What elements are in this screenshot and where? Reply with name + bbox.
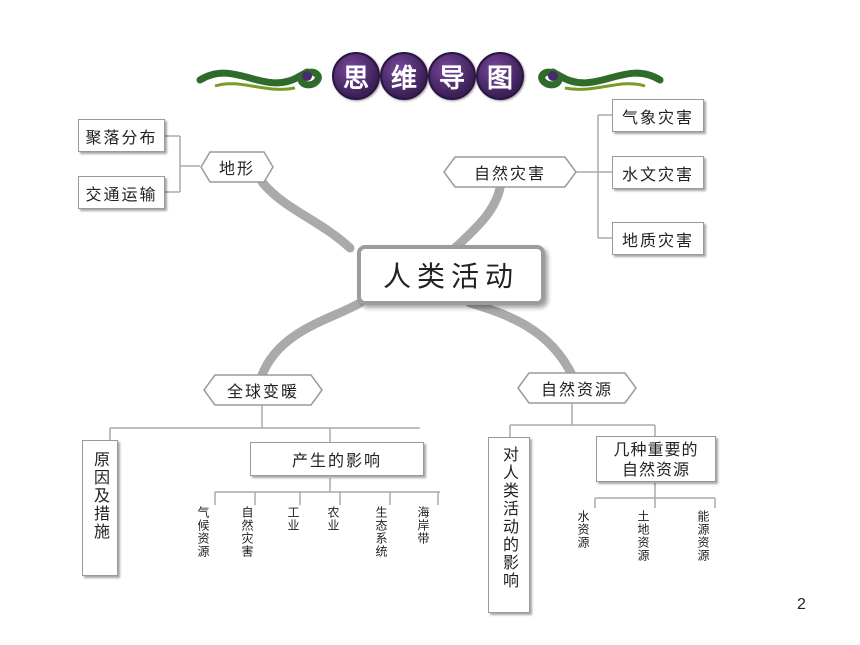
resources-impact: 对人类活动的影响 [488, 437, 530, 613]
banner-char-2: 维 [380, 52, 428, 100]
effect-industry: 工业 [286, 506, 300, 532]
effect-ecosystems: 生态系统 [374, 506, 388, 558]
important-resources-line1: 几种重要的 [613, 440, 699, 459]
resources-node-shape [517, 372, 637, 404]
effect-agriculture: 农业 [326, 506, 340, 532]
resources-label: 自然资源 [540, 380, 613, 399]
title-banner: 思 维 导 图 [195, 48, 665, 104]
terrain-child-settlement: 聚落分布 [78, 119, 165, 152]
effect-natural-disasters: 自然灾害 [240, 506, 254, 558]
resource-land: 土地资源 [636, 510, 650, 562]
resource-water: 水资源 [576, 510, 590, 549]
disasters-node: 自然灾害 [443, 156, 577, 188]
banner-char-4: 图 [476, 52, 524, 100]
warming-label: 全球变暖 [226, 382, 299, 401]
terrain-label: 地形 [218, 159, 255, 178]
resource-energy: 能源资源 [696, 510, 710, 562]
warming-node: 全球变暖 [203, 374, 323, 406]
terrain-child-transport: 交通运输 [78, 176, 165, 209]
warming-node-shape [203, 374, 323, 406]
banner-ornament [196, 68, 664, 91]
important-resources-line2: 自然资源 [621, 460, 690, 479]
resources-node: 自然资源 [517, 372, 637, 404]
warming-causes: 原因及措施 [82, 440, 118, 576]
banner-char-1: 思 [332, 52, 380, 100]
central-node: 人类活动 [357, 245, 545, 305]
warming-effects: 产生的影响 [250, 442, 424, 476]
banner-char-3: 导 [428, 52, 476, 100]
terrain-node-shape [200, 151, 274, 183]
effect-coastal-zones: 海岸带 [416, 506, 430, 545]
important-resources: 几种重要的 自然资源 [596, 436, 716, 482]
disaster-meteorological: 气象灾害 [612, 99, 704, 132]
page-number: 2 [797, 596, 806, 613]
disaster-geological: 地质灾害 [612, 222, 704, 255]
disaster-hydrological: 水文灾害 [612, 156, 704, 189]
disasters-node-shape [443, 156, 577, 188]
terrain-node: 地形 [200, 151, 274, 183]
disasters-label: 自然灾害 [473, 164, 546, 183]
effect-climate-resources: 气候资源 [196, 506, 210, 558]
